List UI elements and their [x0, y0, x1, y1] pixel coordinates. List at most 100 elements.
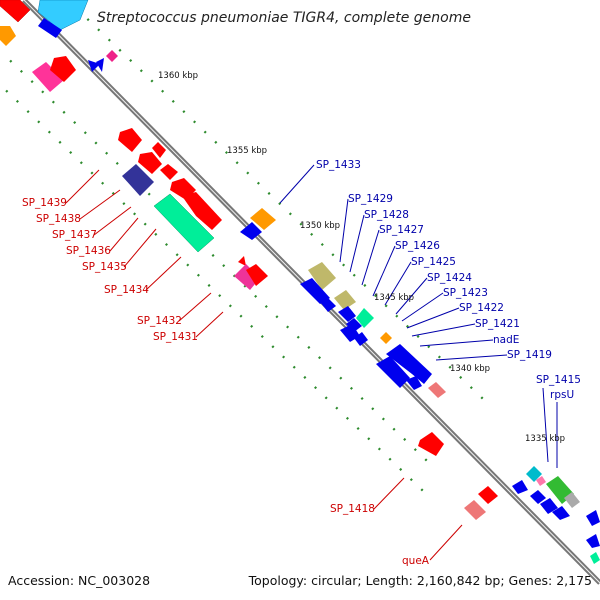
gene-feature[interactable] — [0, 26, 16, 46]
gene-feature[interactable] — [428, 382, 446, 398]
gene-label[interactable]: SP_1425 — [411, 256, 456, 268]
gene-feature[interactable] — [234, 264, 260, 290]
gene-feature[interactable] — [37, 0, 89, 31]
gene-feature[interactable] — [160, 164, 178, 180]
gene-label[interactable]: SP_1427 — [379, 224, 424, 236]
tick-dot — [9, 59, 13, 63]
gene-feature[interactable] — [590, 552, 600, 564]
tick-dot — [339, 376, 343, 380]
tick-dot — [384, 304, 388, 308]
gene-feature[interactable] — [0, 0, 31, 23]
tick-dot — [392, 427, 396, 431]
tick-dot — [115, 161, 119, 165]
gene-label[interactable]: SP_1435 — [82, 261, 127, 273]
tick-dot — [203, 130, 207, 134]
gene-label[interactable]: SP_1432 — [137, 315, 182, 327]
gene-feature[interactable] — [526, 466, 542, 482]
gene-label[interactable]: SP_1433 — [316, 159, 361, 171]
gene-feature[interactable] — [238, 256, 246, 266]
gene-label[interactable]: nadE — [493, 334, 519, 346]
tick-dot — [367, 437, 371, 441]
gene-feature[interactable] — [138, 152, 162, 174]
gene-label[interactable]: SP_1422 — [459, 302, 504, 314]
gene-feature[interactable] — [118, 128, 142, 152]
gene-feature[interactable] — [386, 344, 432, 384]
gene-feature[interactable] — [246, 264, 268, 286]
gene-label[interactable]: SP_1426 — [395, 240, 440, 252]
gene-label[interactable]: SP_1419 — [507, 349, 552, 361]
gene-label[interactable]: rpsU — [550, 389, 574, 401]
gene-feature[interactable] — [122, 164, 154, 196]
gene-feature[interactable] — [586, 534, 600, 548]
gene-feature[interactable] — [418, 432, 444, 456]
gene-feature[interactable] — [240, 222, 262, 240]
gene-feature[interactable] — [512, 480, 528, 494]
gene-feature[interactable] — [536, 476, 546, 486]
gene-feature[interactable] — [38, 18, 62, 38]
tick-label: 1360 kbp — [158, 71, 198, 81]
tick-dot — [271, 345, 275, 349]
gene-feature[interactable] — [50, 56, 76, 82]
gene-feature[interactable] — [478, 486, 498, 504]
gene-feature[interactable] — [32, 62, 64, 92]
gene-feature[interactable] — [552, 506, 570, 520]
gene-feature[interactable] — [153, 193, 215, 253]
gene-label[interactable]: SP_1439 — [22, 197, 67, 209]
gene-label[interactable]: SP_1438 — [36, 213, 81, 225]
gene-feature[interactable] — [464, 500, 486, 520]
tick-dot — [388, 457, 392, 461]
gene-feature[interactable] — [406, 376, 422, 390]
tick-dot — [58, 140, 62, 144]
gene-label[interactable]: SP_1434 — [104, 284, 149, 296]
gene-label[interactable]: SP_1421 — [475, 318, 520, 330]
tick-dot — [314, 386, 318, 390]
gene-feature[interactable] — [334, 290, 356, 310]
gene-feature[interactable] — [530, 490, 546, 504]
tick-dot — [267, 191, 271, 195]
gene-feature[interactable] — [106, 50, 118, 62]
gene-feature[interactable] — [96, 58, 104, 72]
tick-dot — [175, 253, 179, 257]
gene-feature[interactable] — [376, 356, 410, 388]
tick-dot — [303, 375, 307, 379]
label-leader-lines — [65, 164, 558, 561]
gene-feature[interactable] — [182, 192, 222, 230]
tick-dot — [320, 243, 324, 247]
gene-label[interactable]: SP_1436 — [66, 245, 111, 257]
gene-label[interactable]: SP_1429 — [348, 193, 393, 205]
gene-feature[interactable] — [250, 208, 276, 230]
tick-dot — [256, 181, 260, 185]
tick-dot — [239, 314, 243, 318]
gene-label[interactable]: SP_1415 — [536, 374, 581, 386]
gene-feature[interactable] — [338, 306, 356, 322]
gene-feature[interactable] — [354, 332, 368, 346]
gene-feature[interactable] — [308, 262, 336, 290]
tick-dot — [413, 448, 417, 452]
gene-label[interactable]: queA — [402, 555, 430, 567]
gene-feature[interactable] — [320, 298, 336, 312]
left-gene-labels: SP_1439 SP_1438 SP_1437 SP_1436 SP_1435 … — [22, 197, 430, 567]
gene-feature[interactable] — [586, 510, 600, 526]
gene-label[interactable]: SP_1423 — [443, 287, 488, 299]
gene-label[interactable]: SP_1418 — [330, 503, 375, 515]
tick-dot — [424, 458, 428, 462]
gene-label[interactable]: SP_1428 — [364, 209, 409, 221]
gene-feature[interactable] — [380, 332, 392, 344]
tick-dot — [41, 90, 45, 94]
tick-dot — [349, 386, 353, 390]
gene-feature[interactable] — [152, 142, 166, 158]
tick-label: 1345 kbp — [374, 293, 414, 303]
gene-label[interactable]: SP_1424 — [427, 272, 472, 284]
gene-feature[interactable] — [356, 308, 374, 328]
tick-dot — [405, 324, 409, 328]
gene-label[interactable]: SP_1431 — [153, 331, 198, 343]
gene-feature[interactable] — [540, 498, 558, 514]
tick-dot — [345, 416, 349, 420]
gene-feature[interactable] — [564, 492, 580, 508]
gene-feature[interactable] — [300, 278, 330, 304]
gene-label[interactable]: SP_1437 — [52, 229, 97, 241]
tick-dot — [427, 345, 431, 349]
tick-dot — [161, 89, 165, 93]
gene-feature[interactable] — [346, 318, 362, 332]
tick-dot — [51, 100, 55, 104]
